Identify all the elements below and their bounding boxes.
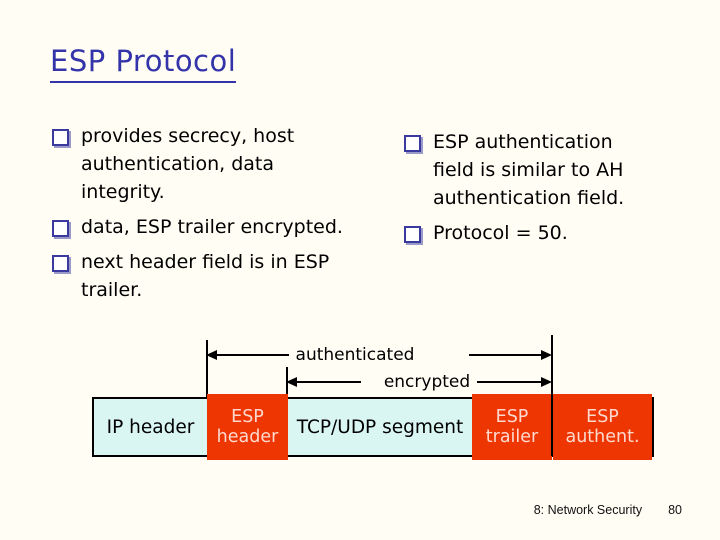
arrow-line [217, 354, 289, 356]
list-item: ESP authentication field is similar to A… [404, 128, 684, 212]
packet-box-ip-header: IP header [106, 416, 195, 438]
diagram-guide-line [551, 335, 553, 456]
bullet-text: Protocol = 50. [433, 222, 568, 244]
slide-footer: 8: Network Security 80 [534, 503, 682, 517]
bullet-text: data, ESP trailer encrypted. [81, 216, 343, 238]
packet-box-esp-trailer: ESP trailer [472, 394, 552, 460]
arrow-line [297, 381, 361, 383]
arrow-line [469, 354, 541, 356]
footer-page-number: 80 [668, 503, 682, 517]
arrow-line [477, 381, 541, 383]
arrowhead-right-icon [541, 377, 552, 387]
arrowhead-left-icon [286, 377, 297, 387]
encrypted-label: encrypted [383, 372, 471, 392]
arrowhead-left-icon [206, 350, 217, 360]
arrowhead-right-icon [541, 350, 552, 360]
list-item: next header field is in ESP trailer. [52, 248, 402, 304]
packet-box-esp-authent: ESP authent. [553, 394, 652, 460]
authenticated-label: authenticated [295, 345, 415, 365]
footer-section-label: 8: Network Security [533, 503, 643, 517]
encrypted-span-arrow: encrypted [286, 372, 552, 392]
packet-box-tcp-udp-segment: TCP/UDP segment [296, 416, 464, 438]
list-item: provides secrecy, host authentication, d… [52, 122, 402, 206]
bullet-text: provides secrecy, host authentication, d… [81, 125, 295, 203]
bullet-text: ESP authentication field is similar to A… [433, 131, 625, 209]
authenticated-span-arrow: authenticated [206, 345, 552, 365]
diagram-guide-line [206, 340, 208, 398]
bullet-square-icon [404, 226, 421, 243]
bullet-square-icon [52, 129, 69, 146]
list-item: Protocol = 50. [404, 219, 684, 247]
slide-title: ESP Protocol [50, 44, 237, 83]
bullet-column-right: ESP authentication field is similar to A… [404, 128, 684, 254]
packet-box-esp-header: ESP header [207, 394, 288, 460]
bullet-column-left: provides secrecy, host authentication, d… [52, 122, 402, 311]
bullet-square-icon [52, 255, 69, 272]
bullet-square-icon [52, 220, 69, 237]
bullet-square-icon [404, 135, 421, 152]
bullet-text: next header field is in ESP trailer. [81, 251, 330, 301]
list-item: data, ESP trailer encrypted. [52, 213, 402, 241]
